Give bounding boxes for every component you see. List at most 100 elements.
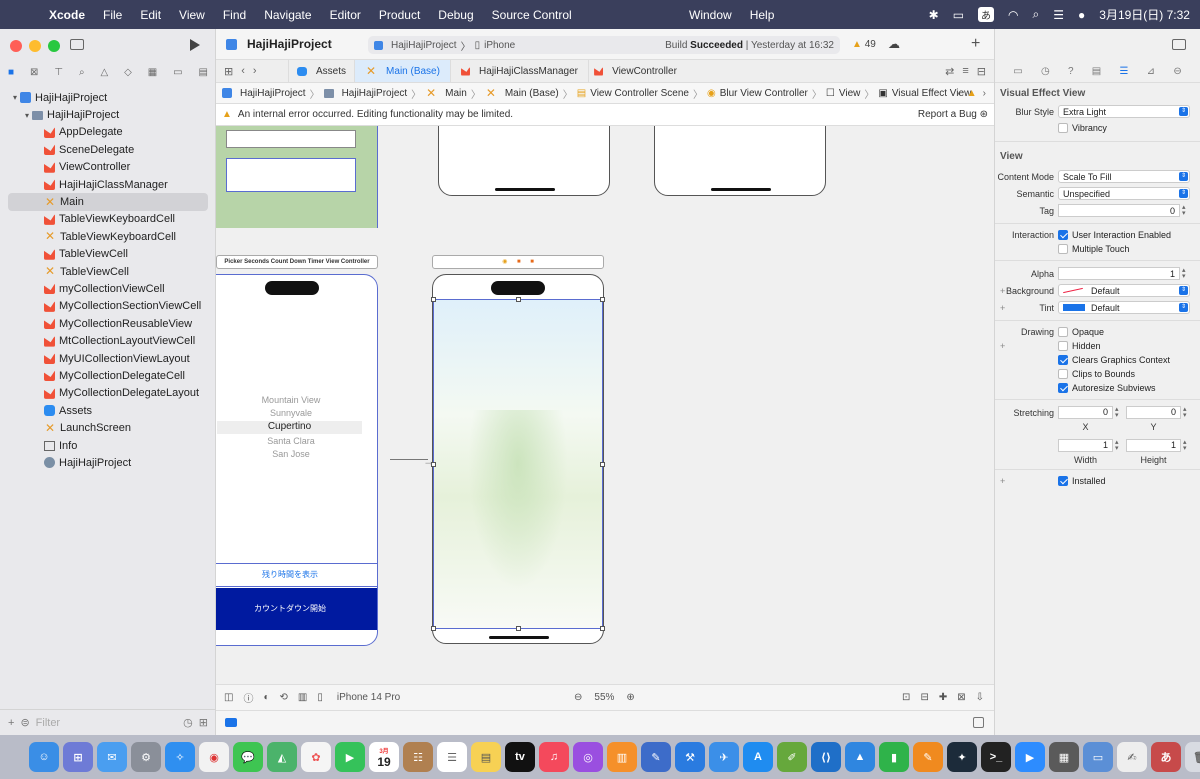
stepper-icon[interactable]: ▴▾ [1182, 266, 1186, 280]
navigator-item[interactable]: MyCollectionSectionViewCell [0, 298, 216, 315]
navigator-item[interactable]: AppDelegate [0, 124, 216, 141]
breadcrumb-project[interactable]: HajiHajiProject [222, 88, 306, 99]
attributes-inspector-icon[interactable]: ☰ [1119, 65, 1129, 77]
toggle-inspector-icon[interactable] [1172, 39, 1186, 50]
navigator-item[interactable]: HajiHajiClassManager [0, 176, 216, 193]
autoresize-subviews-checkbox[interactable] [1058, 383, 1068, 393]
stepper-icon[interactable]: ▴▾ [1182, 203, 1186, 217]
menubar-clock[interactable]: 3月19日(日) 7:32 [1099, 8, 1190, 22]
clears-graphics-context-checkbox[interactable] [1058, 355, 1068, 365]
resize-handle[interactable] [431, 297, 436, 302]
menu-navigate[interactable]: Navigate [264, 7, 312, 22]
navigator-item[interactable]: myCollectionViewCell [0, 280, 216, 297]
add-variation-icon[interactable]: + [1000, 476, 1006, 486]
folder-icon[interactable]: ■ [7, 66, 15, 78]
picker-scene[interactable]: Mountain View Sunnyvale Cupertino Santa … [216, 274, 378, 646]
size-inspector-icon[interactable]: ⊿ [1146, 65, 1156, 77]
user-interaction-checkbox[interactable] [1058, 230, 1068, 240]
input-method-indicator[interactable]: あ [978, 7, 995, 22]
add-variation-icon[interactable]: + [1000, 341, 1006, 351]
warning-badge[interactable]: ▲ 49 [852, 39, 876, 50]
podcasts-icon[interactable]: ◎ [573, 742, 603, 772]
menu-source-control[interactable]: Source Control [491, 7, 572, 22]
back-icon[interactable]: ‹ [241, 65, 245, 77]
add-variation-icon[interactable]: + [1000, 285, 1006, 296]
bluetooth-icon[interactable]: ✱ [928, 7, 939, 22]
textedit-icon[interactable]: ✍ [1117, 742, 1147, 772]
show-remaining-time-button[interactable]: 残り時間を表示 [216, 563, 377, 587]
split-editor-icon[interactable]: ⊟ [976, 65, 986, 78]
toggle-navigator-icon[interactable] [70, 39, 84, 50]
picker-item[interactable]: San Jose [272, 449, 310, 459]
installed-checkbox[interactable] [1058, 476, 1068, 486]
identity-inspector-icon[interactable]: ▤ [1091, 65, 1102, 77]
finder-icon[interactable]: ☺ [29, 742, 59, 772]
picker-item-selected[interactable]: Cupertino [217, 421, 362, 434]
visual-effect-view[interactable] [431, 297, 605, 631]
navigator-item[interactable]: SceneDelegate [0, 141, 216, 158]
warning-icon[interactable]: ▲ [966, 87, 977, 99]
safari-icon[interactable]: ✧ [165, 742, 195, 772]
tag-field[interactable]: 0 [1058, 204, 1180, 217]
resize-handle[interactable] [516, 297, 521, 302]
zoom-window-button[interactable] [48, 40, 60, 52]
app-store-icon[interactable]: A [743, 742, 773, 772]
table-cell[interactable] [226, 130, 356, 148]
add-editor-icon[interactable]: + [971, 35, 981, 52]
document-outline-icon[interactable]: ◫ [224, 692, 234, 703]
source-control-icon[interactable]: ⊠ [29, 66, 39, 78]
messages-icon[interactable]: 💬 [233, 742, 263, 772]
chrome-icon[interactable]: ◉ [199, 742, 229, 772]
notes-icon[interactable]: ▤ [471, 742, 501, 772]
find-icon[interactable]: ⌕ [78, 66, 85, 78]
navigator-item[interactable]: ViewController [0, 159, 216, 176]
zoom-level[interactable]: 55% [594, 692, 615, 703]
first-responder-icon[interactable]: ■ [517, 259, 521, 265]
disclosure-triangle-icon[interactable]: ▾ [12, 93, 17, 103]
navigator-item[interactable]: HajiHajiProject [0, 454, 216, 471]
launchpad-icon[interactable]: ⊞ [63, 742, 93, 772]
pages-icon[interactable]: ✎ [913, 742, 943, 772]
vscode-icon[interactable]: ⟨⟩ [811, 742, 841, 772]
testflight-icon[interactable]: ✈ [709, 742, 739, 772]
menu-app-name[interactable]: Xcode [49, 7, 86, 22]
report-icon[interactable]: ▤ [198, 66, 208, 78]
device-icon[interactable]: ▯ [317, 692, 323, 703]
semantic-popup[interactable]: Unspecified⇕ [1058, 187, 1190, 200]
navigator-item[interactable]: TableViewCell [0, 246, 216, 263]
opaque-checkbox[interactable] [1058, 327, 1068, 337]
swap-icon[interactable]: ⇄ [945, 65, 955, 78]
scheme-name[interactable]: HajiHajiProject [391, 39, 457, 51]
blur-style-popup[interactable]: Extra Light⇕ [1058, 105, 1190, 118]
navigator-item[interactable]: TableViewKeyboardCell [0, 211, 216, 228]
maps-icon[interactable]: ◭ [267, 742, 297, 772]
background-color-popup[interactable]: Default⇕ [1058, 284, 1190, 297]
tint-color-popup[interactable]: Default⇕ [1058, 301, 1190, 314]
clips-to-bounds-checkbox[interactable] [1058, 369, 1068, 379]
minimize-window-button[interactable] [29, 40, 41, 52]
navigator-item[interactable]: MtCollectionLayoutViewCell [0, 332, 216, 349]
scene-dock[interactable]: ◉ ■ ■ [432, 255, 604, 269]
music-icon[interactable]: ♫ [539, 742, 569, 772]
calculator-icon[interactable]: ▦ [1049, 742, 1079, 772]
content-mode-popup[interactable]: Scale To Fill⇕ [1058, 170, 1190, 183]
numbers-like-icon[interactable]: ✐ [777, 742, 807, 772]
facetime-icon[interactable]: ▶ [335, 742, 365, 772]
dictionary-icon[interactable]: あ [1151, 742, 1181, 772]
breadcrumb-controller[interactable]: ◉Blur View Controller [706, 87, 808, 99]
navigator-item[interactable]: MyCollectionReusableView [0, 315, 216, 332]
menu-help[interactable]: Help [749, 7, 775, 22]
exit-icon[interactable]: ■ [530, 259, 534, 265]
next-issue-icon[interactable]: › [982, 87, 986, 99]
battery-icon[interactable]: ▭ [952, 7, 965, 22]
breakpoint-icon[interactable]: ▭ [173, 66, 183, 78]
tab-view-controller[interactable]: ViewController [588, 60, 682, 82]
breadcrumb-visual-effect-view[interactable]: ▣Visual Effect View [878, 87, 972, 99]
tab-hajihaji-class-manager[interactable]: HajiHajiClassManager [450, 60, 588, 82]
orientation-icon[interactable]: ⟲ [279, 692, 288, 703]
navigator-item[interactable]: ✕TableViewKeyboardCell [0, 228, 216, 245]
layout-icon[interactable]: ▥ [297, 692, 308, 703]
interface-builder-canvas[interactable]: Picker Seconds Count Down Timer View Con… [216, 126, 994, 684]
stretch-height-field[interactable]: 1 [1126, 439, 1181, 452]
cloud-icon[interactable]: ☁ [888, 37, 900, 51]
